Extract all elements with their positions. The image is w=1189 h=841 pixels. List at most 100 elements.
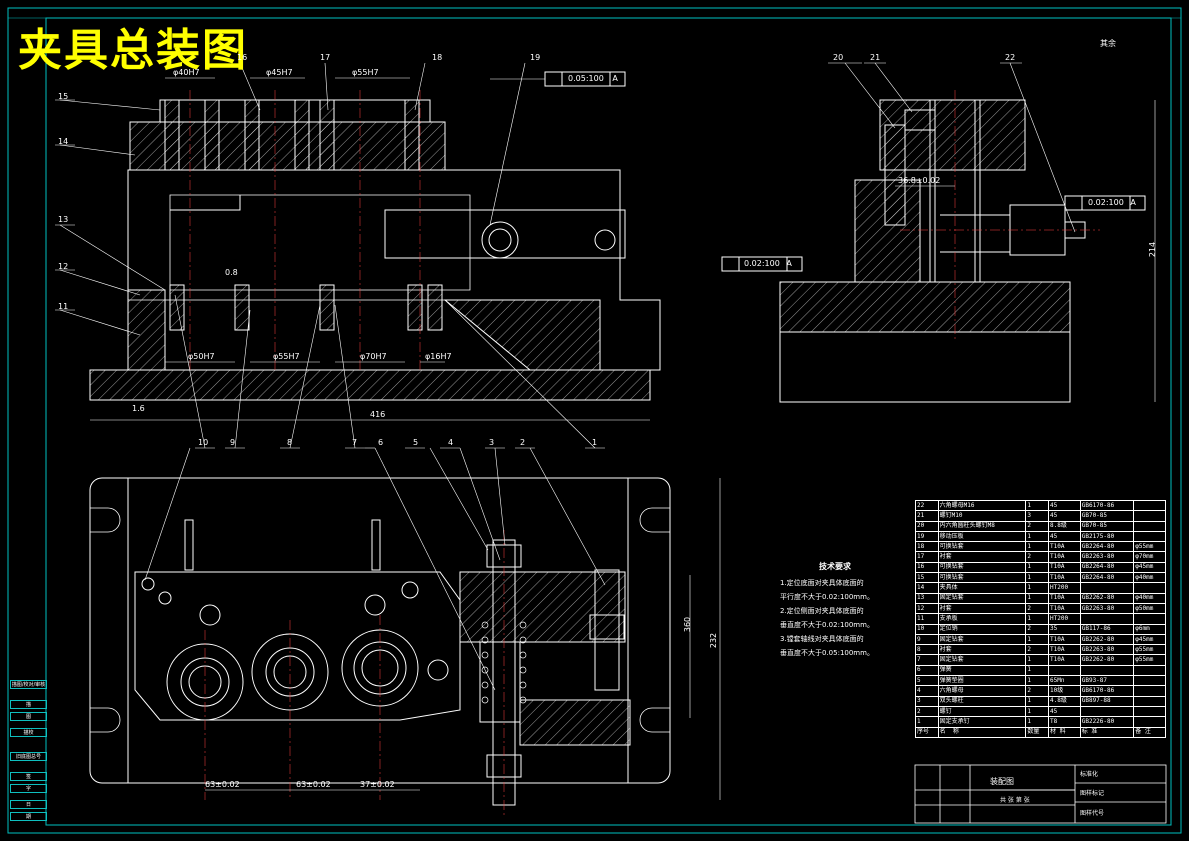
dim-d45: φ45H7 xyxy=(266,68,293,77)
side-view xyxy=(721,62,1156,403)
dim-pos-6340: 63±0.02 xyxy=(205,780,240,789)
balloon-18: 18 xyxy=(432,53,443,62)
bom-header-cell: 材 料 xyxy=(1048,726,1081,738)
bom-cell: GB6170-86 xyxy=(1079,499,1135,512)
dim-overall-height: 214 xyxy=(1148,241,1158,258)
dim-d70: φ70H7 xyxy=(360,352,387,361)
bom-cell: φ45mm xyxy=(1133,633,1166,646)
bom-cell: 衬套 xyxy=(937,602,1027,615)
bom-cell: 1 xyxy=(1025,716,1049,728)
bom-cell: 1 xyxy=(1025,572,1049,584)
bom-cell: T10A xyxy=(1048,602,1081,615)
balloon-4: 4 xyxy=(448,438,454,447)
bom-cell: 1 xyxy=(1025,592,1049,604)
bom-cell: φ70mm xyxy=(1133,551,1166,563)
bom-cell: φ55mm xyxy=(1133,654,1166,666)
title-block xyxy=(914,764,1167,824)
bom-cell: 2 xyxy=(1025,520,1049,532)
bom-cell: 1 xyxy=(1025,499,1049,512)
tol-perp-top: 0.05:100 A xyxy=(568,74,618,83)
bom-cell xyxy=(1133,675,1166,687)
drawing-name: 装配图 xyxy=(990,777,1014,786)
bom-cell: GB2262-80 xyxy=(1079,592,1135,604)
bom-cell: 15 xyxy=(915,572,939,584)
bom-cell xyxy=(1133,499,1166,512)
tol-par-value: 0.02:100 xyxy=(744,259,780,268)
bom-cell: φ6mm xyxy=(1133,623,1166,635)
balloon-14: 14 xyxy=(58,137,69,146)
bom-cell xyxy=(1133,716,1166,728)
balloon-5: 5 xyxy=(413,438,419,447)
bom-cell: 4.8级 xyxy=(1048,695,1081,707)
bom-cell: 可换钻套 xyxy=(937,541,1027,553)
bom-cell: GB117-86 xyxy=(1079,623,1135,635)
bom-cell xyxy=(1079,582,1135,594)
bom-cell: T10A xyxy=(1048,572,1081,584)
tech-req-line: 3.镗套轴线对夹具体底面的 xyxy=(780,635,864,643)
bom-cell: 9 xyxy=(915,633,939,646)
bom-cell: 2 xyxy=(1025,623,1049,635)
bom-cell: GB2264-80 xyxy=(1079,572,1135,584)
title-field-c: 共 张 第 张 xyxy=(1000,797,1030,804)
outer-frame xyxy=(7,7,1182,834)
bom-header-cell: 序号 xyxy=(915,726,939,738)
dim-surface-0-8: 0.8 xyxy=(225,268,238,277)
dim-pos-63: 63±0.02 xyxy=(296,780,331,789)
bom-cell xyxy=(1133,613,1166,625)
balloon-20: 20 xyxy=(833,53,844,62)
tech-req-line: 平行度不大于0.02:100mm。 xyxy=(780,593,874,601)
bom-cell: 65Mn xyxy=(1048,675,1081,687)
dim-d55: φ55H7 xyxy=(352,68,379,77)
tol-perp-top-datum: A xyxy=(612,74,618,83)
top-bushings xyxy=(164,99,420,171)
tol-perp-right: 0.02:100 A xyxy=(1088,198,1136,207)
dim-offset-36: 36.8±0.02 xyxy=(898,176,941,185)
bom-cell xyxy=(1133,695,1166,707)
bom-cell xyxy=(1079,664,1135,677)
roughness-note: 其余 xyxy=(1100,39,1116,48)
side-cell: 旧底图总号 xyxy=(10,752,47,761)
bom-cell xyxy=(1133,520,1166,532)
title-field-d: 图样代号 xyxy=(1080,810,1105,817)
bom-cell: 双头螺柱 xyxy=(937,695,1027,707)
side-cell: 签 xyxy=(10,772,47,781)
bom-cell: 1 xyxy=(1025,633,1049,646)
balloon-22: 22 xyxy=(1005,53,1016,62)
bom-cell: φ40mm xyxy=(1133,572,1166,584)
bom-cell: 10级 xyxy=(1048,685,1081,697)
dim-height-232: 232 xyxy=(709,632,719,649)
technical-requirements: 技术要求 1.定位底面对夹具体底面的 平行度不大于0.02:100mm。 2.定… xyxy=(780,560,890,660)
bom-cell: φ55mm xyxy=(1133,541,1166,553)
balloon-2: 2 xyxy=(520,438,526,447)
bom-cell xyxy=(1133,705,1166,718)
bom-cell: HT200 xyxy=(1048,582,1081,594)
bom-cell: 衬套 xyxy=(937,551,1027,563)
tech-req-line: 1.定位底面对夹具体底面的 xyxy=(780,579,864,587)
bom-cell: GB2264-80 xyxy=(1079,541,1135,553)
bom-cell: GB93-87 xyxy=(1079,675,1135,687)
bom-cell xyxy=(1133,510,1166,522)
balloon-13: 13 xyxy=(58,215,69,224)
bom-cell: 21 xyxy=(915,510,939,522)
side-cell: 图 xyxy=(10,712,47,721)
balloon-8: 8 xyxy=(287,438,293,447)
balloon-3: 3 xyxy=(489,438,495,447)
balloon-6: 6 xyxy=(378,438,384,447)
bom-cell: 6 xyxy=(915,664,939,677)
bom-cell: 22 xyxy=(915,499,939,512)
bom-cell: 固定钻套 xyxy=(937,633,1027,646)
bom-cell: 1 xyxy=(1025,675,1049,687)
bom-cell xyxy=(1048,664,1081,677)
bom-cell: 可换钻套 xyxy=(937,572,1027,584)
bom-cell: T10A xyxy=(1048,654,1081,666)
